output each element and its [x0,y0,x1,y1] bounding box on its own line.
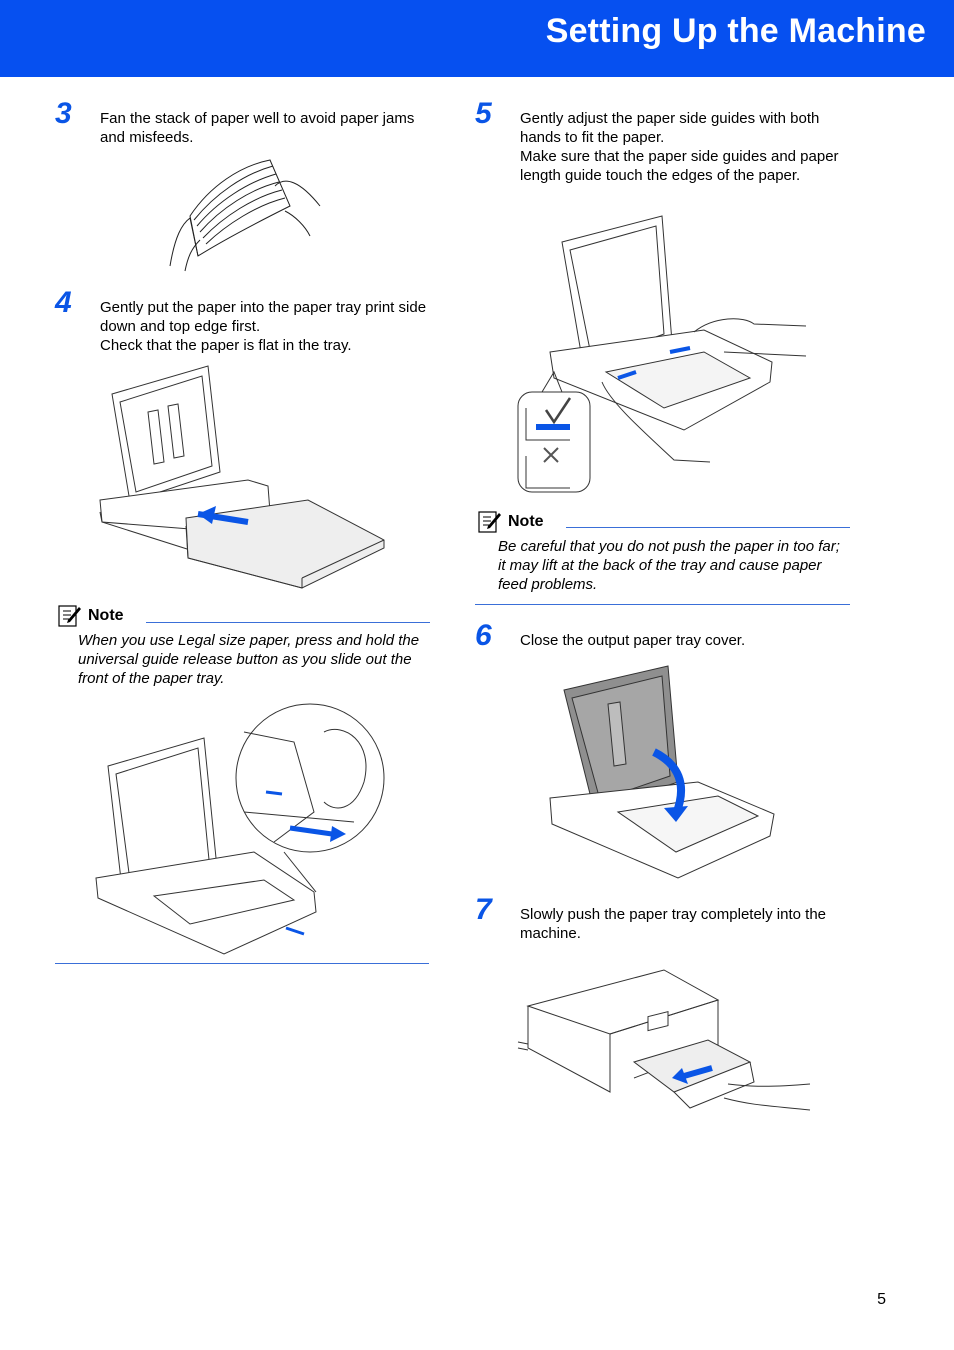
legal-size-tray-illustration [95,703,385,955]
note-right-label: Note [508,513,544,530]
step-4-text: Gently put the paper into the paper tray… [100,299,427,354]
note-right-header: Note [478,509,850,535]
step-4-number: 4 [55,286,72,319]
note-left-header: Note [58,603,430,629]
close-output-tray-illustration [549,665,775,879]
side-guides-illustration [517,215,807,493]
note-pencil-icon [58,605,81,627]
step-3-number: 3 [55,97,72,130]
note-left-label: Note [88,607,124,624]
note-left-text: When you use Legal size paper, press and… [78,632,420,687]
step-5-number: 5 [475,97,492,130]
step-3-text: Fan the stack of paper well to avoid pap… [100,110,415,146]
note-right-rule [566,527,850,528]
page-title: Setting Up the Machine [545,12,926,50]
note-right-text: Be careful that you do not push the pape… [498,538,840,593]
paper-tray-load-illustration [99,365,385,589]
insert-tray-machine-illustration [517,969,811,1111]
step-6-text: Close the output paper tray cover. [520,632,746,649]
step-7-text: Slowly push the paper tray completely in… [520,906,826,942]
step-7-number: 7 [475,893,492,926]
note-left-rule [146,622,430,623]
step-5-text: Gently adjust the paper side guides with… [520,110,839,184]
page-header: Setting Up the Machine [0,0,954,77]
step-6-number: 6 [475,619,492,652]
right-note-divider [475,604,850,605]
page-number: 5 [877,1291,886,1308]
fan-paper-illustration [169,159,321,272]
left-column-divider [55,963,429,964]
note-pencil-icon [478,511,501,533]
